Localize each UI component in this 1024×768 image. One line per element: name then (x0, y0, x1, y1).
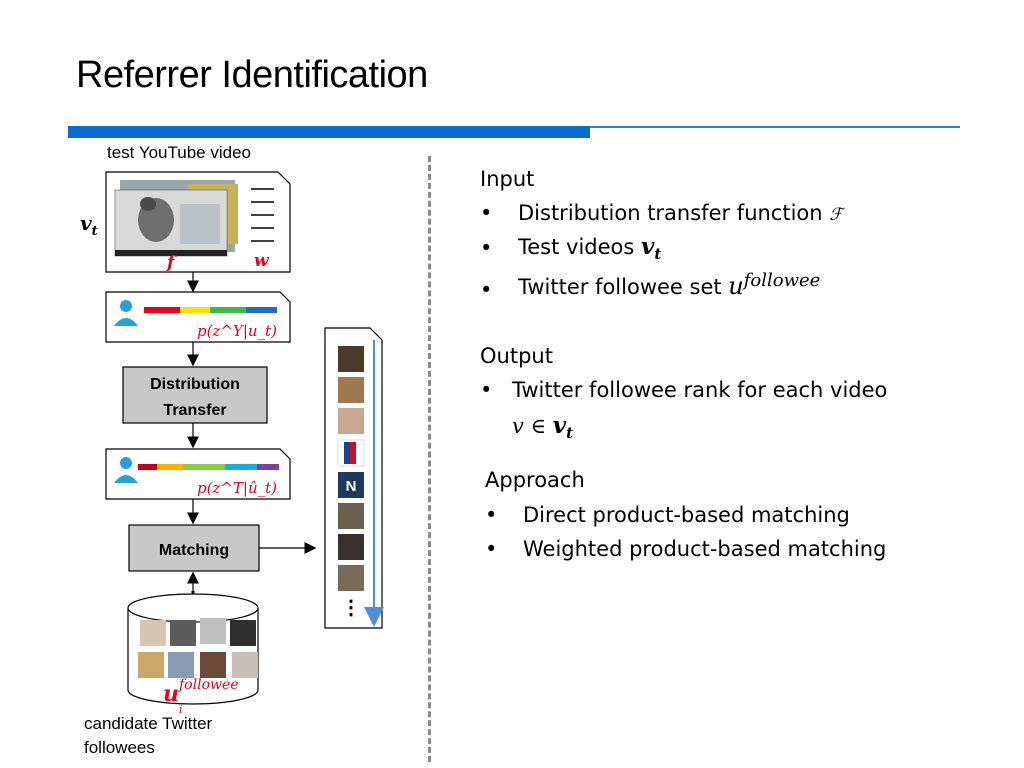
output-item: Twitter followee rank for each video (512, 378, 888, 402)
input-item-1: Distribution transfer function ℱ (518, 201, 843, 225)
f-label: f (166, 253, 177, 273)
user-distribution-card-y: p(z^Y|u_t) (105, 291, 291, 343)
ranked-followee-avatar (338, 346, 364, 372)
ranked-followee-avatar (338, 472, 364, 498)
ranked-followee-avatar (338, 503, 364, 529)
referrer-diagram: vt f w p(z^Y|u_t) Distribution Transfer … (80, 171, 384, 716)
svg-text:N: N (346, 478, 357, 495)
page-title: Referrer Identification (76, 54, 428, 96)
input-item-2: Test videos vt (518, 233, 662, 264)
ranked-followee-avatar (338, 408, 364, 434)
w-label: w (254, 251, 270, 271)
candidate-caption: candidate Twitter followees (84, 714, 213, 757)
followee-index-label: i (179, 703, 183, 716)
user-icon (120, 300, 132, 312)
dashed-divider (428, 156, 431, 762)
followee-avatar (138, 652, 164, 678)
ranked-followee-avatar (338, 377, 364, 403)
bullet: • (485, 537, 498, 561)
followee-avatar (170, 620, 196, 646)
title-underline-thick (68, 126, 590, 138)
vt-label: vt (80, 211, 98, 239)
followee-avatar (230, 620, 256, 646)
followee-avatar (232, 652, 258, 678)
followee-set-label: ufollowee (163, 677, 239, 707)
bullet: • (480, 378, 493, 402)
followee-avatar (200, 618, 226, 644)
input-item-3: Twitter followee set ufollowee (518, 270, 821, 300)
bullet: • (480, 201, 493, 225)
video-card (105, 171, 291, 273)
candidate-followees-cylinder (127, 593, 259, 705)
approach-heading: Approach (485, 468, 585, 492)
approach-item-2: Weighted product-based matching (523, 537, 887, 561)
title-underline-thin (590, 126, 960, 128)
followee-rank-list: N ⋮ (324, 327, 384, 629)
input-heading: Input (480, 167, 535, 191)
distribution-transfer-line2: Transfer (163, 402, 226, 419)
rank-ellipsis: ⋮ (341, 595, 361, 619)
matching-label: Matching (159, 542, 229, 559)
followee-avatar (140, 620, 166, 646)
matching-box (128, 524, 260, 572)
user-icon (120, 457, 132, 469)
output-heading: Output (480, 344, 553, 368)
ranked-followee-avatar (338, 534, 364, 560)
distribution-transfer-line1: Distribution (150, 376, 240, 393)
video-caption: test YouTube video (107, 143, 251, 162)
distribution-transfer-box (122, 366, 268, 424)
output-item-math: v ∈ vt (512, 412, 574, 443)
followee-avatar (200, 652, 226, 678)
ranked-followee-avatar (338, 565, 364, 591)
dist-t-label: p(z^T|û_t) (197, 479, 277, 497)
bullet: • (480, 236, 493, 260)
bullet: • (480, 278, 493, 302)
dist-y-label: p(z^Y|u_t) (197, 322, 277, 340)
user-distribution-card-t: p(z^T|û_t) (105, 448, 291, 500)
approach-item-1: Direct product-based matching (523, 503, 850, 527)
bullet: • (485, 503, 498, 527)
followee-avatar (168, 652, 194, 678)
